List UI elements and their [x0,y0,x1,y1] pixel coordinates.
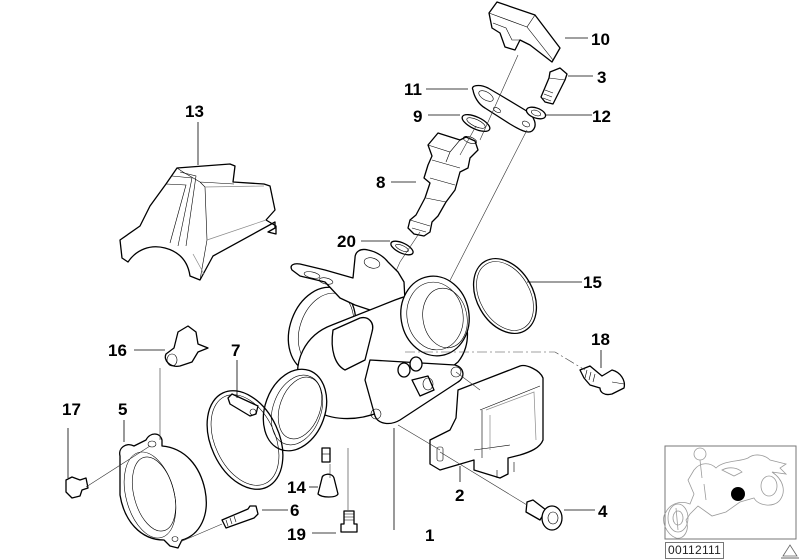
part-11-holder-plate[interactable] [471,84,536,133]
callout-5: 5 [118,400,127,419]
assembly-axis-sensor [397,371,528,506]
part-19-hex-bolt[interactable] [340,510,358,533]
motorcycle-location-inset [663,445,797,540]
callout-6: 6 [290,501,299,520]
callout-4: 4 [598,502,608,521]
callout-9: 9 [413,107,422,126]
callout-8: 8 [376,173,385,192]
callout-10: 10 [591,30,610,49]
callout-16: 16 [108,341,127,360]
callout-20: 20 [337,232,356,251]
callout-3: 3 [597,68,606,87]
part-4-collar-screw[interactable] [525,499,563,531]
part-3-screw[interactable] [540,67,568,105]
warning-triangle-icon [781,544,799,559]
part-12-washer[interactable] [525,105,547,121]
assembly-axis-connector [85,368,349,543]
callout-15: 15 [583,273,602,292]
part-2-throttle-position-sensor[interactable] [429,364,544,479]
part-16-hose-connector[interactable] [164,325,209,367]
part-10-injector-cap[interactable] [488,1,561,63]
callout-1: 1 [425,526,434,545]
part-5-intake-connector[interactable] [115,433,207,549]
callout-13: 13 [185,102,204,121]
assembly-axis-idle-screw [405,351,586,371]
callout-12: 12 [592,107,611,126]
part-18-idle-screw[interactable] [579,365,626,396]
callout-19: 19 [287,525,306,544]
part-1-throttle-housing[interactable] [252,248,475,463]
part-13-cover[interactable] [119,163,277,281]
part-9-o-ring[interactable] [460,111,492,135]
part-17-plug[interactable] [65,476,89,499]
callout-7: 7 [231,341,240,360]
part-6-screw[interactable] [221,505,259,529]
callout-17: 17 [62,400,81,419]
image-code-label: 00112111 [665,542,725,559]
callout-11: 11 [404,80,422,99]
callout-18: 18 [591,330,610,349]
location-marker [731,487,745,501]
part-14-protective-cap[interactable] [317,473,339,498]
callout-2: 2 [455,486,464,505]
part-20-o-ring-small[interactable] [389,238,415,257]
leader-lines [67,37,602,534]
part-7-hose-clamp[interactable] [192,379,298,502]
inset-frame [664,445,797,540]
part-15-o-ring-large[interactable] [461,247,549,344]
motorcycle-location-icon [663,447,788,539]
callout-14: 14 [287,478,306,497]
part-8-injection-valve[interactable] [407,132,479,237]
